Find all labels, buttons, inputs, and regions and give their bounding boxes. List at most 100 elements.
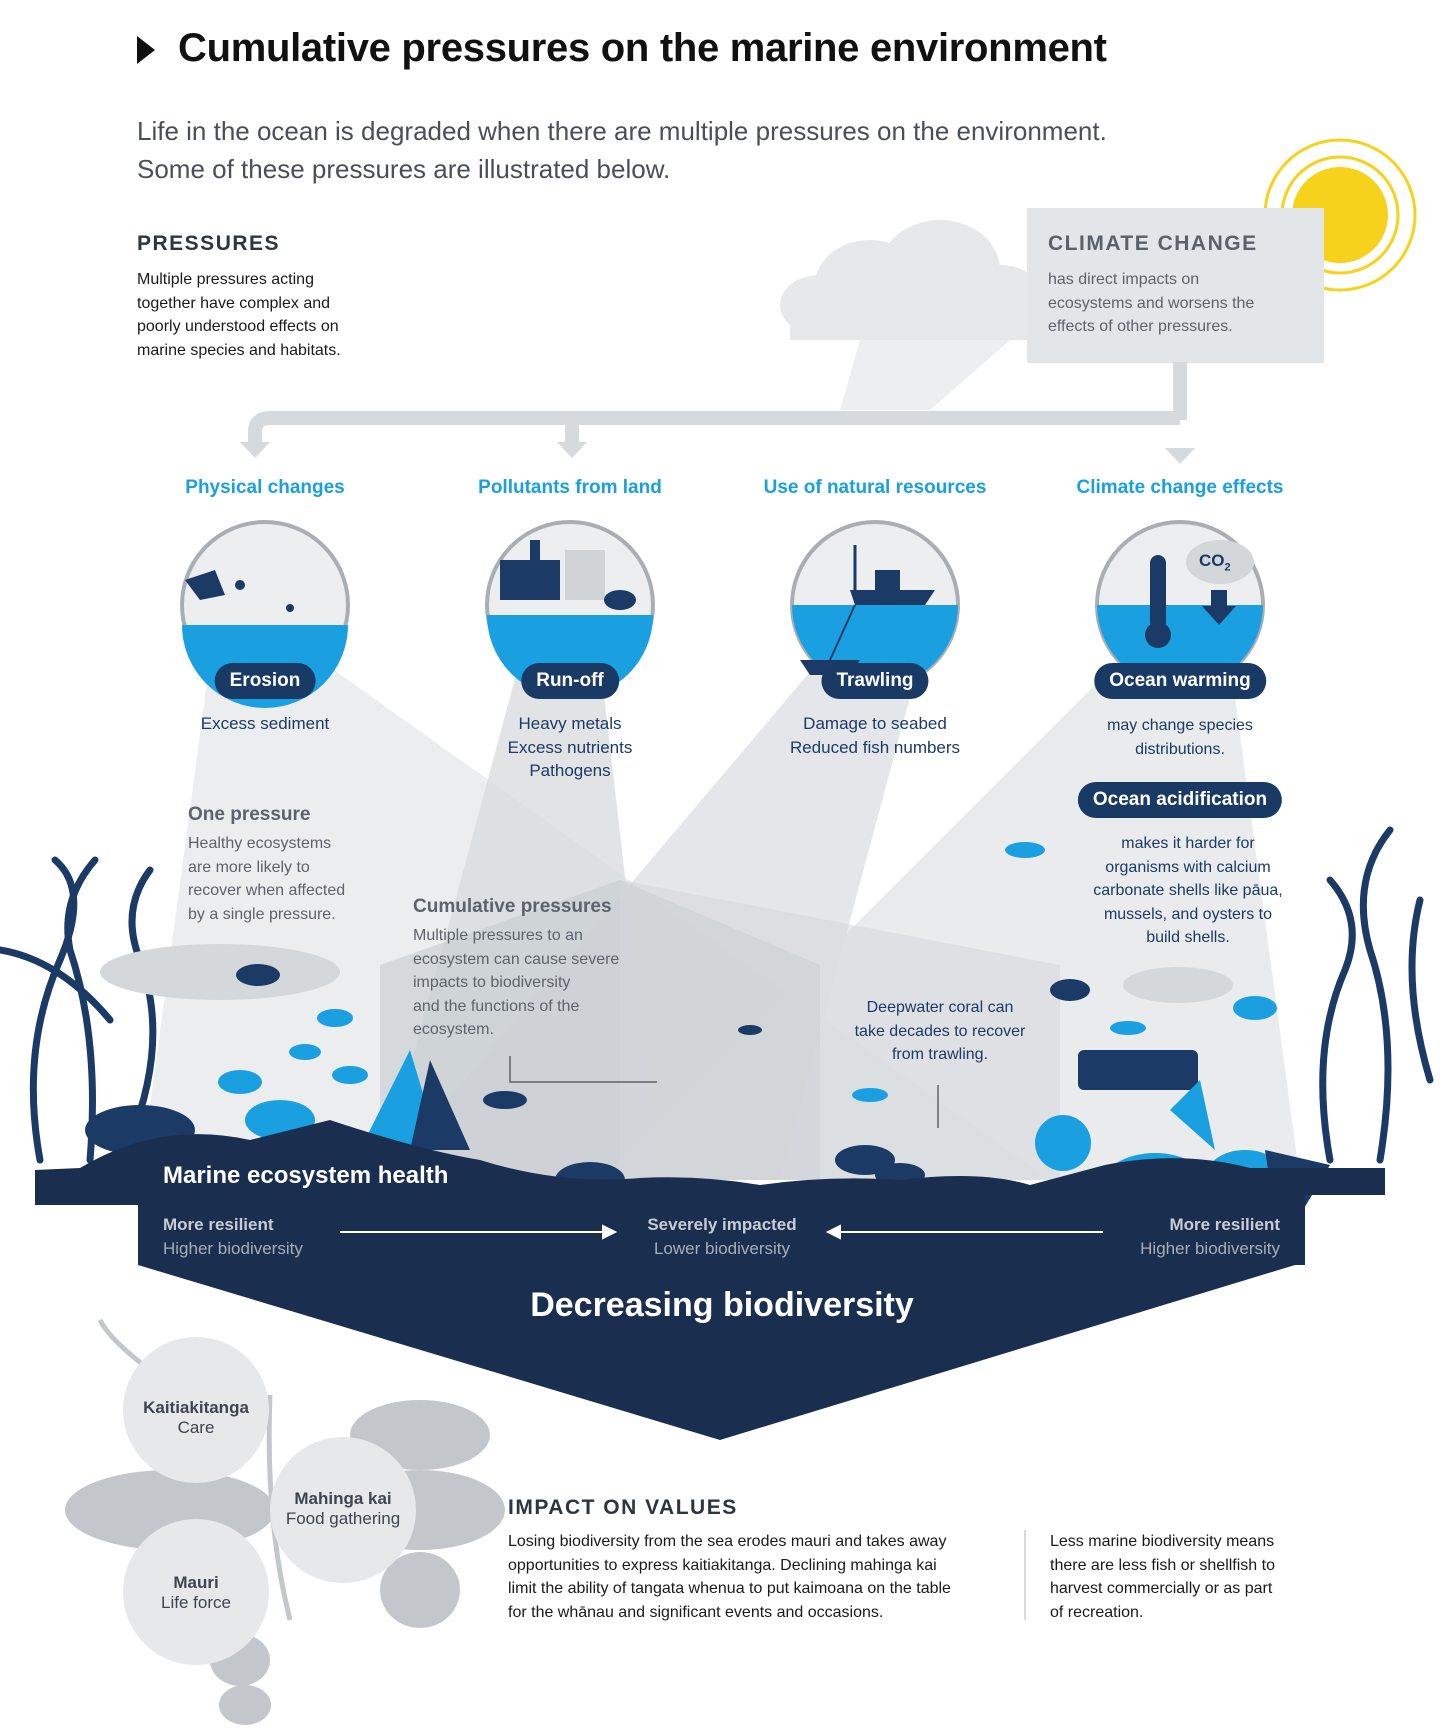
climate-line: has direct impacts on	[1048, 271, 1200, 288]
one-pressure-line: are more likely to	[188, 858, 310, 876]
desc-line: Pathogens	[529, 761, 611, 780]
climate-line: ecosystems and worsens the	[1048, 294, 1255, 312]
impact-line: for the whānau and significant events an…	[508, 1603, 884, 1621]
desc-line: Excess nutrients	[507, 737, 633, 757]
health-right: More resilient Higher biodiversity	[1080, 1213, 1280, 1261]
desc-runoff: Heavy metals Excess nutrients Pathogens	[420, 712, 720, 783]
one-pressure-line: recover when affected	[188, 882, 346, 899]
desc-trawling: Damage to seabed Reduced fish numbers	[725, 712, 1025, 759]
value-sub: Life force	[161, 1593, 231, 1612]
impact-line: harvest commercially or as part	[1050, 1580, 1273, 1597]
one-pressure-heading: One pressure	[188, 804, 311, 825]
health-center-title: Severely impacted	[647, 1215, 797, 1234]
pill-ocean-warming: Ocean warming	[1094, 663, 1266, 699]
health-center-sub: Lower biodiversity	[653, 1239, 791, 1258]
value-mahinga-kai: Mahinga kai Food gathering	[273, 1489, 413, 1529]
category-title-physical: Physical changes	[185, 477, 345, 498]
impact-heading: IMPACT ON VALUES	[508, 1496, 738, 1519]
acidification-line: build shells.	[1146, 929, 1230, 946]
desc-line: may change species	[1107, 717, 1253, 734]
category-title-resources: Use of natural resources	[763, 477, 987, 498]
grey-fish-right	[1123, 967, 1233, 1003]
pressures-line: Multiple pressures acting	[137, 271, 314, 288]
co2-label: CO2	[1199, 551, 1231, 573]
pressures-line: poorly understood effects on	[137, 318, 339, 335]
climate-line: effects of other pressures.	[1048, 318, 1233, 335]
impact-line: opportunities to express kaitiakitanga. …	[508, 1556, 937, 1574]
coral-line: from trawling.	[891, 1046, 989, 1063]
impact-line: Losing biodiversity from the sea erodes …	[508, 1533, 947, 1550]
pressures-heading: PRESSURES	[137, 232, 281, 255]
health-left-title: More resilient	[163, 1215, 274, 1234]
impact-right-text: Less marine biodiversity means there are…	[1050, 1530, 1275, 1624]
grey-fish-left	[100, 944, 340, 1000]
health-arrows	[340, 1224, 1103, 1240]
desc-line: distributions.	[1135, 740, 1225, 758]
arrow-heads	[240, 442, 1195, 464]
acidification-line: organisms with calcium	[1105, 858, 1271, 876]
decreasing-biodiversity: Decreasing biodiversity	[530, 1286, 914, 1324]
category-title-pollutants: Pollutants from land	[478, 477, 662, 498]
one-pressure-line: Healthy ecosystems	[188, 835, 332, 852]
pressure-arrows	[248, 362, 1187, 445]
values-fish-illustration	[65, 1318, 505, 1725]
climate-change-heading: CLIMATE CHANGE	[1048, 232, 1258, 255]
acidification-line: mussels, and oysters to	[1103, 905, 1273, 923]
co2-text: CO	[1199, 551, 1225, 570]
climate-change-text: has direct impacts on ecosystems and wor…	[1048, 268, 1254, 339]
desc-line: Excess sediment	[200, 714, 330, 733]
impact-line: Less marine biodiversity means	[1050, 1533, 1275, 1550]
desc-line: Heavy metals	[518, 714, 622, 733]
title-arrow-icon	[137, 36, 155, 64]
value-sub: Food gathering	[285, 1509, 401, 1528]
value-title: Mauri	[173, 1573, 219, 1592]
health-left: More resilient Higher biodiversity	[163, 1213, 303, 1261]
pill-ocean-acidification: Ocean acidification	[1077, 782, 1283, 818]
value-mauri: Mauri Life force	[126, 1573, 266, 1613]
impact-line: there are less fish or shellfish to	[1050, 1556, 1275, 1574]
acidification-line: makes it harder for	[1121, 835, 1255, 852]
coral-text: Deepwater coral can take decades to reco…	[790, 996, 1090, 1067]
cumulative-leader	[509, 1056, 657, 1083]
impact-line: of recreation.	[1050, 1603, 1144, 1621]
storm-cloud-icon	[780, 220, 1045, 410]
acidification-text: makes it harder for organisms with calci…	[1038, 832, 1338, 950]
pressures-line: together have complex and	[137, 294, 331, 312]
cumulative-line: ecosystem can cause severe	[413, 950, 620, 968]
health-right-title: More resilient	[1169, 1215, 1280, 1234]
intro-line-2: Some of these pressures are illustrated …	[137, 154, 671, 184]
value-title: Mahinga kai	[294, 1489, 392, 1508]
category-title-climate: Climate change effects	[1076, 477, 1284, 498]
climate-change-box	[1027, 208, 1324, 363]
impact-left-text: Losing biodiversity from the sea erodes …	[508, 1530, 951, 1624]
value-circles	[123, 1337, 416, 1665]
seabed-band	[35, 1120, 1385, 1440]
impact-line: limit the ability of tangata whenua to p…	[508, 1580, 951, 1597]
pill-erosion: Erosion	[214, 663, 316, 699]
cumulative-line: Multiple pressures to an	[413, 927, 583, 944]
value-sub: Care	[177, 1418, 215, 1437]
pill-runoff: Run-off	[521, 663, 619, 699]
cumulative-line: ecosystem.	[413, 1021, 494, 1038]
seaweed-left	[0, 856, 157, 1164]
one-pressure-line: by a single pressure.	[188, 905, 336, 923]
health-center: Severely impacted Lower biodiversity	[612, 1213, 832, 1261]
desc-erosion: Excess sediment	[115, 712, 415, 736]
coral-line: take decades to recover	[854, 1022, 1026, 1040]
pressures-text: Multiple pressures acting together have …	[137, 268, 341, 362]
page-title: Cumulative pressures on the marine envir…	[178, 26, 1107, 70]
cumulative-text: Multiple pressures to an ecosystem can c…	[413, 924, 619, 1042]
blue-fish-icons	[218, 842, 1277, 1109]
seaweed-right	[1319, 826, 1434, 1164]
coral-line: Deepwater coral can	[866, 999, 1014, 1016]
value-kaitiakitanga: Kaitiakitanga Care	[126, 1398, 266, 1438]
co2-subscript: 2	[1224, 561, 1231, 574]
health-right-sub: Higher biodiversity	[1140, 1239, 1280, 1258]
value-title: Kaitiakitanga	[143, 1398, 249, 1417]
desc-line: Damage to seabed	[803, 714, 947, 733]
pressures-line: marine species and habitats.	[137, 341, 341, 359]
desc-line: Reduced fish numbers	[789, 737, 961, 757]
intro-line-1: Life in the ocean is degraded when there…	[137, 116, 1107, 146]
pill-trawling: Trawling	[821, 663, 929, 699]
cumulative-line: impacts to biodiversity	[413, 974, 571, 991]
